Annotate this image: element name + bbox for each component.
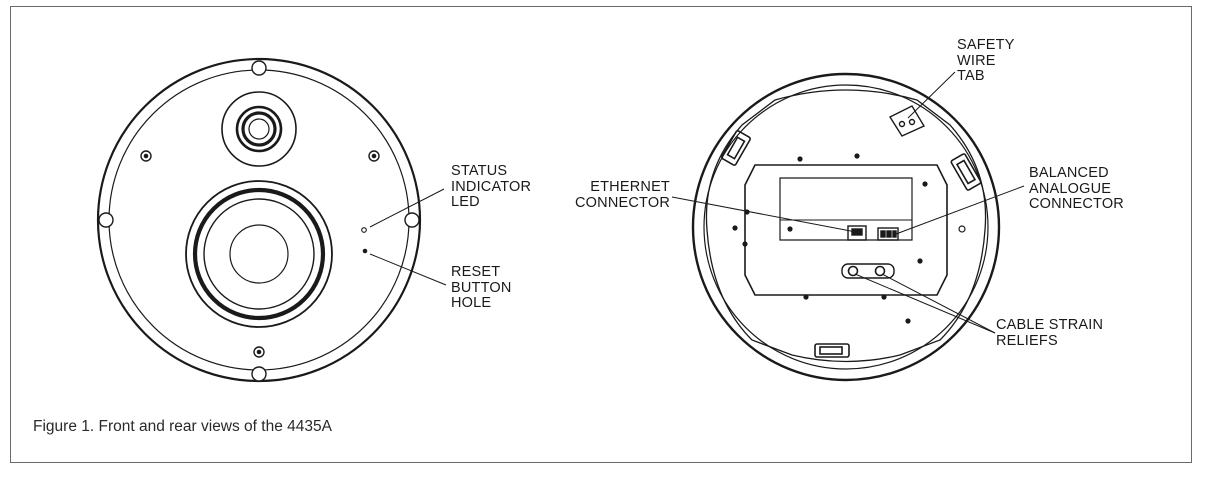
back-can: [705, 89, 987, 363]
label-line: LED: [451, 194, 480, 210]
screw: [140, 150, 152, 162]
rear-screw: [732, 153, 928, 324]
reset-hole-label: RESET BUTTON HOLE: [451, 264, 512, 312]
connector-panel: [744, 164, 948, 296]
label-line: SAFETY: [957, 37, 1015, 53]
reset-hole-leader: [369, 253, 447, 286]
label-line: HOLE: [451, 295, 492, 311]
rim-notch: [404, 212, 420, 228]
label-line: CONNECTOR: [1029, 196, 1124, 212]
figure-caption: Figure 1. Front and rear views of the 44…: [33, 418, 332, 435]
label-line: TAB: [957, 68, 985, 84]
reset-hole: [362, 248, 368, 254]
cable-strain-leader: [881, 273, 996, 334]
ethernet-port: [847, 225, 867, 241]
rear-hole: [958, 225, 966, 233]
label-line: CABLE STRAIN: [996, 317, 1104, 333]
label-line: WIRE: [957, 52, 996, 69]
rim-notch: [251, 60, 267, 76]
figure-frame: [10, 6, 1192, 463]
label-line: ETHERNET: [590, 179, 670, 195]
rear-view: [671, 71, 1025, 382]
mounting-clip: [950, 153, 982, 191]
safety-wire-tab: [888, 105, 926, 137]
safety-wire-label: SAFETY WIRE TAB: [957, 37, 1015, 85]
rear-outer-rim: [691, 72, 1001, 382]
label-line: INDICATOR: [451, 178, 532, 195]
ethernet-leader: [671, 196, 857, 233]
ethernet-label: ETHERNET CONNECTOR: [560, 179, 670, 211]
screw: [253, 346, 265, 358]
mounting-clip: [721, 130, 751, 166]
label-line: BALANCED: [1029, 165, 1109, 181]
screw: [368, 150, 380, 162]
cable-strain-label: CABLE STRAIN RELIEFS: [996, 317, 1104, 349]
cable-strain-leader: [854, 273, 996, 334]
label-line: STATUS: [451, 163, 508, 179]
label-line: BUTTON: [451, 279, 512, 296]
woofer: [185, 180, 333, 328]
safety-wire-leader: [907, 71, 956, 119]
balanced-leader: [895, 185, 1025, 235]
rear-inner-rim: [703, 84, 989, 370]
label-line: RELIEFS: [996, 332, 1058, 349]
status-led-label: STATUS INDICATOR LED: [451, 163, 532, 211]
front-view: [96, 57, 447, 383]
rim-notch: [251, 366, 267, 382]
label-line: CONNECTOR: [575, 194, 670, 211]
tweeter: [221, 91, 297, 167]
status-led-leader: [369, 188, 445, 228]
mounting-clip: [814, 343, 850, 358]
front-inner-rim: [108, 69, 410, 371]
rim-notch: [98, 212, 114, 228]
status-led: [361, 227, 367, 233]
balanced-connector-label: BALANCED ANALOGUE CONNECTOR: [1029, 165, 1124, 213]
balanced-connector: [877, 227, 899, 241]
label-line: RESET: [451, 264, 501, 280]
cable-strain-relief: [841, 263, 895, 279]
label-line: ANALOGUE: [1029, 180, 1112, 197]
